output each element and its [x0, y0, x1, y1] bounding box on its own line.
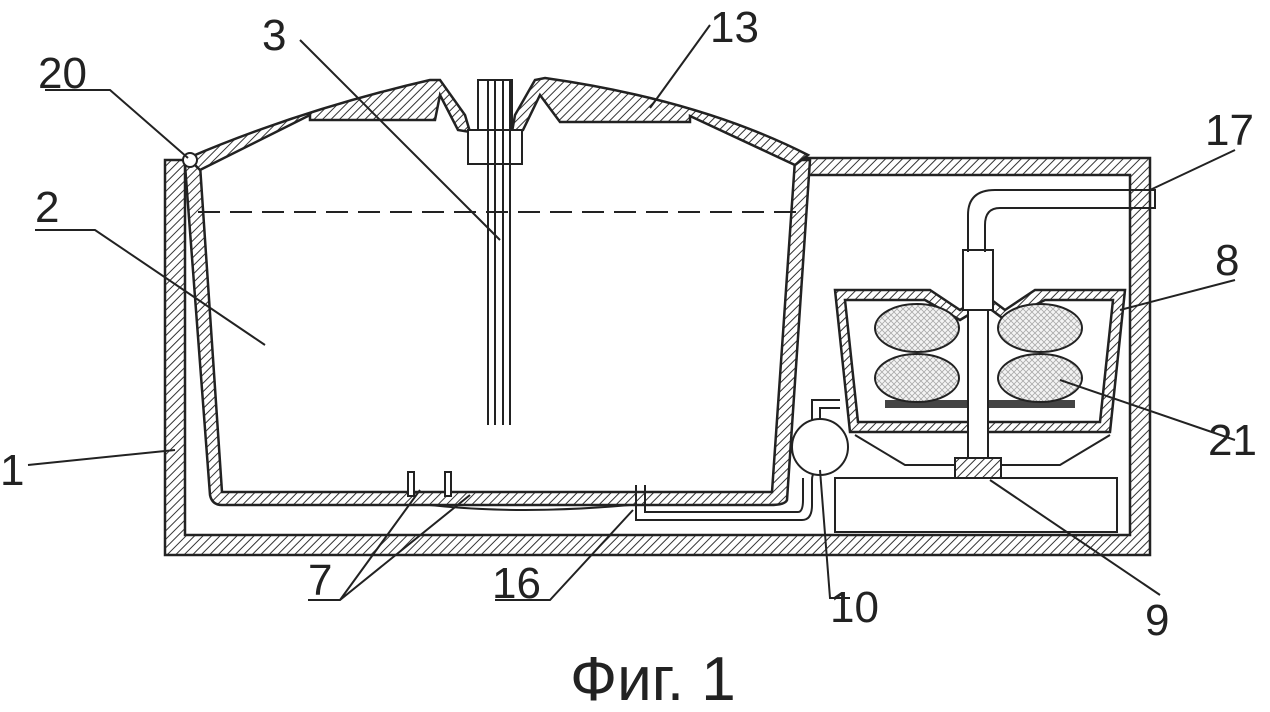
label-base: 9 [1145, 596, 1169, 645]
label-housing: 1 [0, 446, 24, 495]
motor-unit [835, 250, 1125, 478]
label-motor-unit: 8 [1215, 236, 1239, 285]
label-outlet-pipe: 17 [1205, 106, 1254, 155]
outlet-pipe [968, 190, 1155, 252]
base [835, 478, 1117, 532]
pump-outlet [812, 400, 840, 420]
filter-element [998, 354, 1082, 402]
figure-caption: Фиг. 1 [570, 645, 736, 712]
filter-element [875, 354, 959, 402]
pump [792, 419, 848, 475]
label-pump: 10 [830, 583, 879, 632]
label-filter-elements: 21 [1208, 416, 1257, 465]
rod [468, 80, 522, 425]
filter-element [875, 304, 959, 352]
container [185, 160, 810, 505]
label-lid: 13 [710, 3, 759, 52]
label-hinge: 20 [38, 49, 87, 98]
label-contacts: 7 [308, 556, 332, 605]
label-tube: 16 [492, 559, 541, 608]
label-container: 2 [35, 183, 59, 232]
label-rod: 3 [262, 11, 286, 60]
filter-element [998, 304, 1082, 352]
